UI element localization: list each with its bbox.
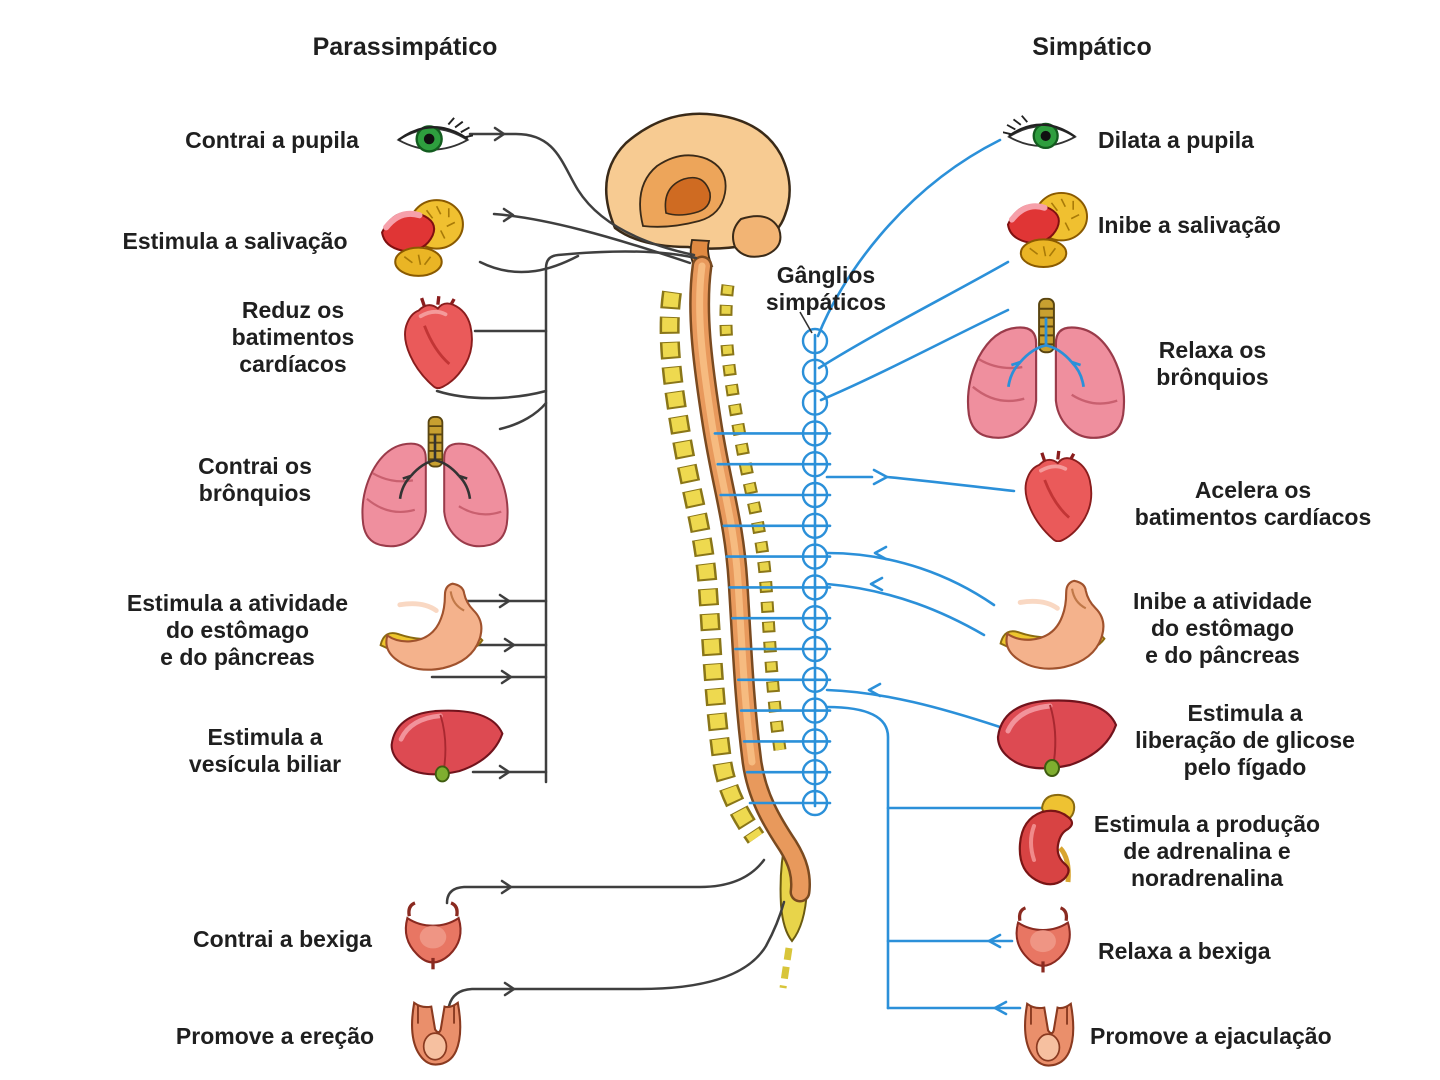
genitals-icon — [410, 1001, 462, 1066]
brain-illustration — [604, 112, 791, 269]
ganglia-label-leader-line — [799, 311, 813, 334]
bladder-icon — [1014, 906, 1072, 975]
stomach-pancreas-icon — [381, 584, 483, 670]
eye-icon — [1003, 114, 1077, 150]
parasympathetic-label-salivation: Estimula a salivação — [122, 228, 348, 254]
parasympathetic-label-heart: Reduz os batimentos cardíacos — [231, 297, 355, 377]
parasympathetic-label-erection: Promove a ereção — [175, 1023, 375, 1049]
sympathetic-column-title: Simpático — [1032, 33, 1152, 61]
sympathetic-ganglia-label: Gânglios simpáticos — [765, 262, 887, 315]
genitals-icon — [1023, 1002, 1075, 1067]
sympathetic-label-adrenaline: Estimula a produção de adrenalina e nora… — [1093, 811, 1321, 891]
spinal-column-illustration — [659, 255, 811, 989]
parasympathetic-label-bronchi: Contrai os brônquios — [198, 453, 312, 506]
sympathetic-ganglia-chain — [801, 327, 829, 817]
spinal-rami-lines — [713, 432, 832, 805]
ganglion-circle — [801, 605, 829, 632]
heart-icon — [1023, 450, 1094, 542]
parasympathetic-label-stomach: Estimula a atividade do estômago e do pâ… — [126, 590, 349, 670]
parasympathetic-label-bladder: Contrai a bexiga — [193, 926, 372, 952]
ganglion-circle — [801, 666, 829, 693]
eye-icon — [397, 116, 473, 153]
ganglion-circle — [801, 697, 829, 724]
ganglion-circle — [801, 574, 829, 601]
salivary-glands-icon — [1008, 193, 1087, 267]
ganglion-circle — [801, 759, 829, 786]
parasympathetic-label-gallbladder: Estimula a vesícula biliar — [188, 724, 342, 777]
parasympathetic-label-pupil: Contrai a pupila — [185, 127, 359, 153]
sympathetic-label-stomach: Inibe a atividade do estômago e do pâncr… — [1133, 588, 1312, 668]
bladder-icon — [404, 901, 463, 972]
sympathetic-label-ejaculation: Promove a ejaculação — [1090, 1023, 1332, 1049]
ganglion-circle — [801, 481, 829, 509]
ganglion-circle — [801, 789, 829, 817]
sympathetic-label-salivation: Inibe a salivação — [1098, 212, 1281, 238]
ganglion-circle — [801, 728, 829, 755]
parasympathetic-column-title: Parassimpático — [312, 33, 498, 61]
parasympathetic-nerve-fibers — [430, 126, 786, 1008]
sympathetic-label-glucose: Estimula a liberação de glicose pelo fíg… — [1135, 700, 1355, 780]
sympathetic-label-bladder: Relaxa a bexiga — [1098, 938, 1271, 964]
ganglion-circle — [801, 512, 829, 539]
ganglion-circle — [801, 451, 829, 478]
ganglion-circle — [801, 420, 829, 447]
salivary-glands-icon — [382, 200, 463, 276]
sympathetic-nerve-fibers — [713, 138, 1044, 1016]
ganglion-circle — [801, 358, 829, 385]
sympathetic-label-pupil: Dilata a pupila — [1098, 127, 1254, 153]
lungs-icon — [361, 416, 509, 548]
lungs-icon — [966, 297, 1126, 440]
ganglion-circle — [801, 543, 829, 570]
ganglion-circle — [801, 389, 829, 416]
ganglion-circle — [801, 327, 829, 355]
sympathetic-label-bronchi: Relaxa os brônquios — [1156, 337, 1269, 390]
sympathetic-label-heart: Acelera os batimentos cardíacos — [1134, 477, 1372, 530]
ganglion-circle — [801, 635, 829, 663]
